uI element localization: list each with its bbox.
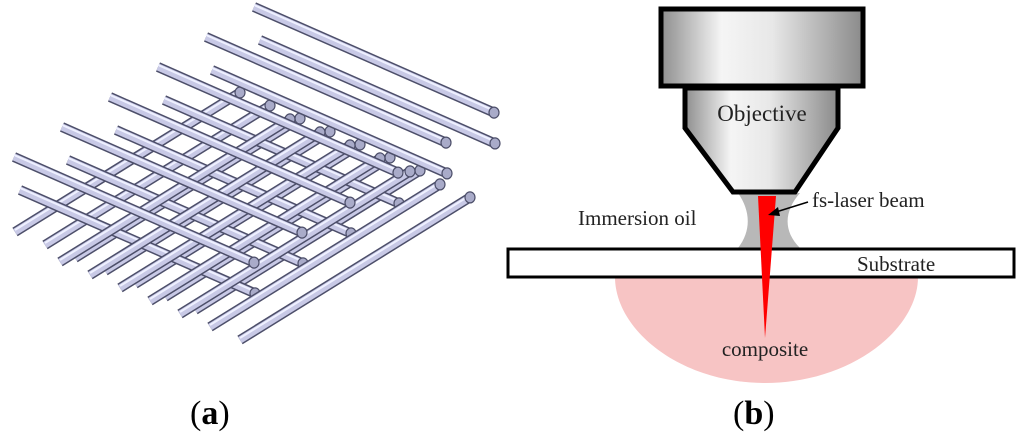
caption-a-open: ( [190, 395, 202, 432]
laser-pointer-arrowhead [768, 207, 780, 216]
objective-lens-body [682, 85, 841, 195]
lattice-rod-layer3 [207, 178, 446, 332]
caption-b-letter: b [744, 395, 764, 432]
lattice-rod-layer2 [209, 65, 453, 180]
lattice-rod-layer3 [237, 191, 476, 345]
caption-b: (b) [733, 395, 775, 433]
lattice-rod-layer4 [59, 122, 308, 239]
caption-a: (a) [190, 395, 230, 433]
fs-laser-beam [758, 196, 776, 338]
laser-writing-setup: Objective fs-laser beam Immersion oil Su… [506, 6, 1016, 383]
lattice-rod-layer3 [147, 152, 386, 306]
laser-label: fs-laser beam [812, 188, 925, 212]
caption-a-letter: a [201, 395, 219, 432]
substrate-label: Substrate [857, 252, 935, 276]
immersion-oil-label: Immersion oil [578, 206, 697, 230]
lattice-rod-layer4 [107, 92, 356, 209]
composite-label: composite [722, 337, 808, 361]
caption-a-close: ) [218, 395, 230, 432]
lattice-rod-layer4 [251, 2, 500, 119]
lattice-rod-layer2 [257, 35, 501, 150]
lattice-rod-layer4 [11, 152, 260, 269]
lattice-rod-layer4 [155, 62, 404, 179]
composite-region [615, 277, 918, 383]
objective-top-block [658, 6, 866, 89]
lattice-rod-layer3 [87, 126, 326, 280]
caption-b-open: ( [733, 395, 745, 432]
objective-label: Objective [717, 101, 806, 126]
laser-pointer-arrow [775, 201, 809, 213]
lattice-rod-layer3 [177, 165, 416, 319]
caption-b-close: ) [763, 395, 775, 432]
woodpile-lattice [11, 2, 501, 345]
lattice-rod-layer4 [203, 32, 452, 149]
lattice-rod-layer3 [57, 113, 296, 267]
